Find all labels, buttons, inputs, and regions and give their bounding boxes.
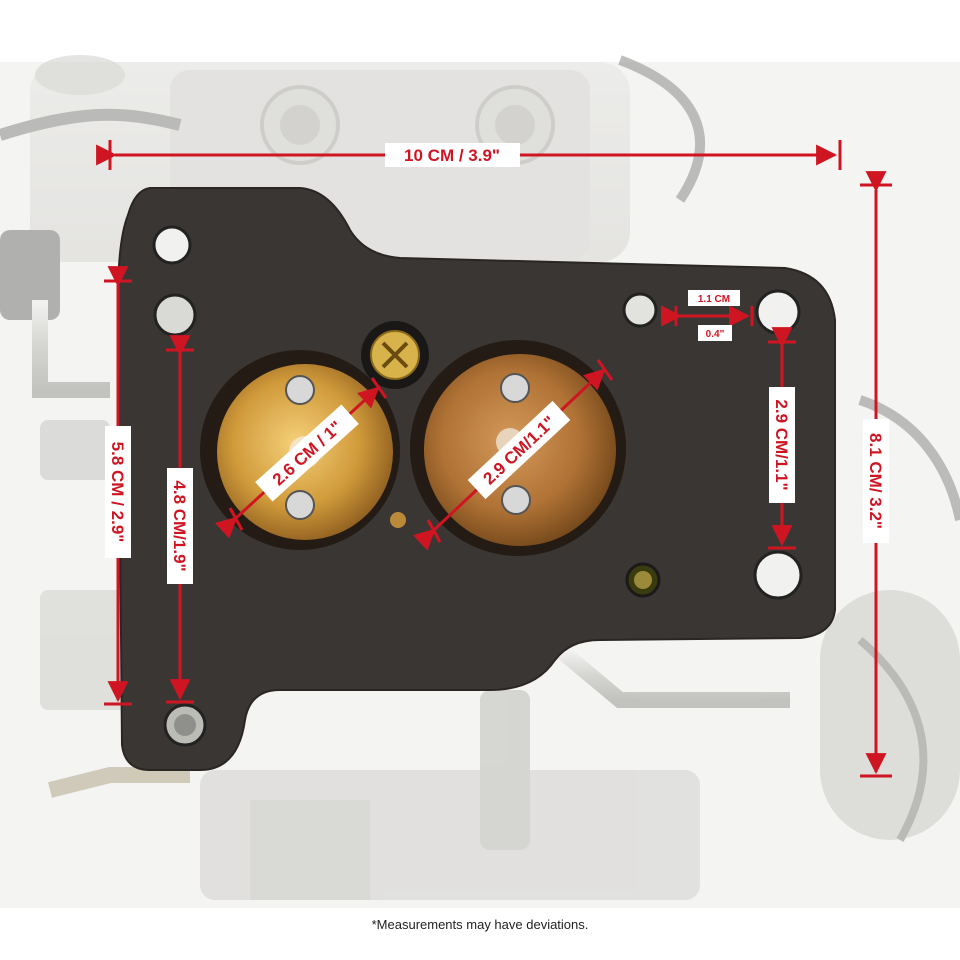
right-inner-height-label: 2.9 CM/1.1" (772, 399, 791, 490)
carburetor-body (0, 55, 960, 900)
width-label: 10 CM / 3.9" (404, 146, 500, 165)
center-screw (361, 321, 429, 528)
measurement-disclaimer: *Measurements may have deviations. (371, 917, 589, 932)
mounting-holes (152, 225, 803, 747)
left-inner-height-label: 4.8 CM/1.9" (170, 480, 189, 571)
bolt-gap-cm-label: 1.1 CM (698, 294, 730, 305)
left-outer-height-label: 5.8 CM / 2.9" (108, 442, 127, 543)
bolt-gap-in-label: 0.4" (706, 329, 725, 340)
height-label: 8.1 CM/ 3.2" (866, 433, 885, 529)
